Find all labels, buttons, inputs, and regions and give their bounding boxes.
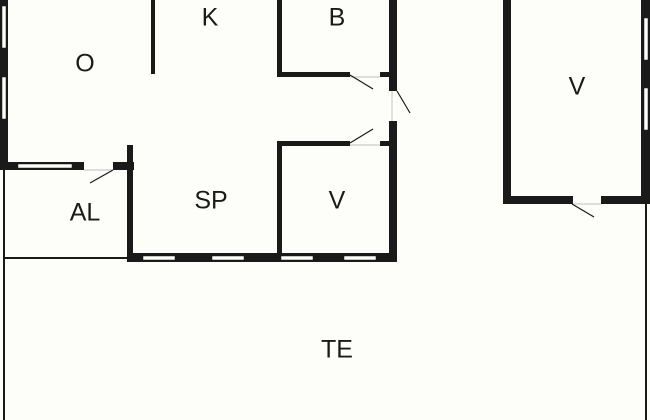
- room-label-o: O: [75, 49, 95, 78]
- doors: [84, 74, 601, 218]
- windows: [1, 5, 649, 261]
- room-label-al: AL: [69, 198, 101, 227]
- room-label-b: B: [328, 3, 346, 32]
- room-label-k: K: [201, 3, 219, 32]
- terrace-outline: [3, 168, 647, 420]
- room-label-sp: SP: [194, 186, 228, 215]
- room-label-v2: V: [568, 72, 586, 101]
- room-label-v1: V: [328, 186, 346, 215]
- room-label-te: TE: [321, 335, 353, 364]
